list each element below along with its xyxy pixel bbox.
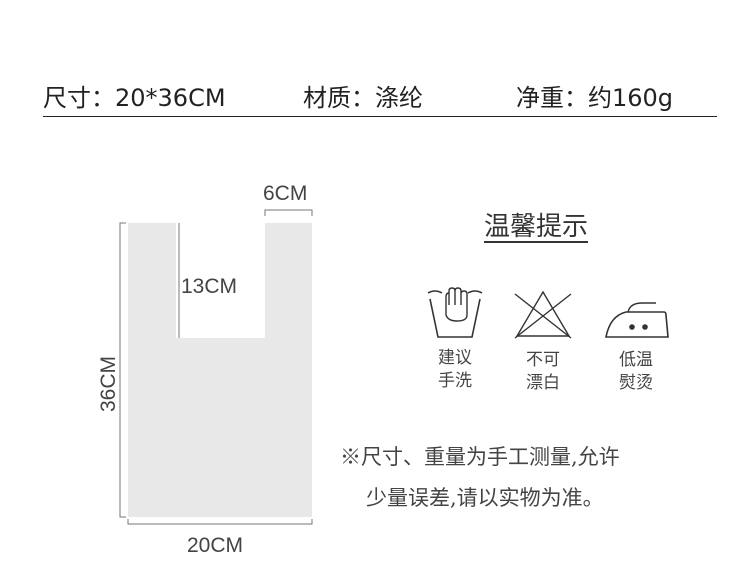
spec-line: 尺寸：20*36CM 材质：涤纶 净重：约160g xyxy=(43,82,717,117)
width-label: 20CM xyxy=(187,534,244,557)
spec-size: 尺寸：20*36CM xyxy=(43,84,226,112)
no-bleach-icon xyxy=(514,290,572,339)
top-width-bracket xyxy=(264,209,313,216)
handle-depth-label: 13CM xyxy=(181,275,238,298)
care-label-low-iron: 低温 熨烫 xyxy=(619,350,653,393)
tips-title: 温馨提示 xyxy=(484,212,589,242)
note-line-1: ※尺寸、重量为手工测量,允许 xyxy=(340,445,620,469)
top-width-label: 6CM xyxy=(263,182,308,205)
height-label: 36CM xyxy=(97,355,121,413)
width-bracket xyxy=(127,519,313,525)
care-label-no-bleach: 不可 漂白 xyxy=(526,350,560,393)
bag-silhouette xyxy=(128,223,312,517)
note-line-2: 少量误差,请以实物为准。 xyxy=(366,486,604,510)
height-bracket xyxy=(119,222,126,518)
care-label-hand-wash: 建议 手洗 xyxy=(438,348,472,391)
low-iron-icon xyxy=(605,302,669,338)
spec-material: 材质：涤纶 xyxy=(303,84,423,112)
hand-wash-icon xyxy=(427,287,483,338)
spec-weight: 净重：约160g xyxy=(516,84,674,112)
